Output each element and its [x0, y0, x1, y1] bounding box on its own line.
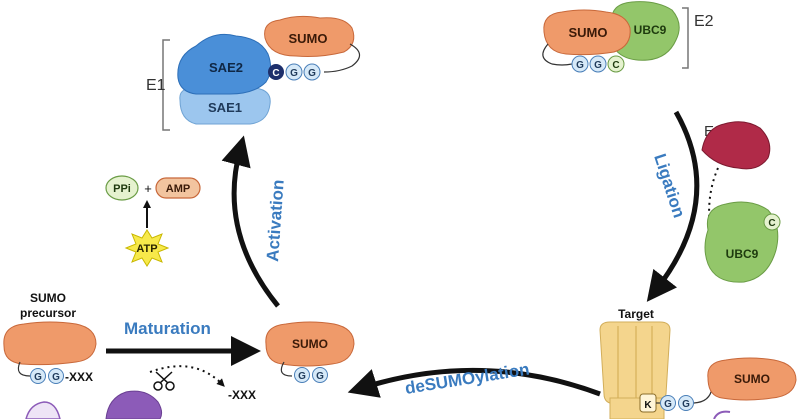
e2-bracket: [682, 7, 689, 69]
precursor-tail-g1: G: [34, 372, 42, 383]
mature-sumo-protein: [265, 321, 355, 367]
ligation-arrow: [646, 110, 700, 302]
precursor-gly-bead-1: [30, 368, 46, 384]
protease-left: [25, 401, 61, 419]
e1-sumo-linker: [323, 43, 361, 73]
sentrin-protease: -XXX: [25, 365, 256, 419]
free-ubc9-protein: [704, 201, 779, 283]
ppi-bubble: [105, 175, 139, 201]
atp-label: ATP: [136, 243, 157, 255]
target-helices: [617, 326, 653, 400]
precursor-title-line2: precursor: [20, 306, 76, 320]
e2-sumo-linker: [542, 43, 573, 66]
lysine-label: K: [644, 400, 652, 411]
target-label: Target: [618, 307, 654, 321]
e2-cys-bead: [607, 55, 625, 73]
mature-gly-bead-2: [312, 367, 328, 383]
e2-label: E2: [694, 13, 714, 30]
ligation-label: Ligation: [650, 151, 688, 220]
e2-tail-g1: G: [576, 60, 584, 71]
mature-gly-bead-1: [294, 367, 310, 383]
precursor-linker: [17, 361, 31, 377]
sae2-protein: [177, 33, 272, 95]
e2-sumo-protein: [543, 9, 631, 56]
e2-complex: E2 UBC9 SUMO G G C: [542, 1, 714, 73]
target-protein: Target K G G SUMO: [599, 307, 797, 419]
desumoylation-arrow: [347, 367, 601, 398]
atp-reaction: PPi + AMP ATP: [105, 175, 201, 267]
free-ubc9-label: UBC9: [726, 247, 759, 261]
amp-label: AMP: [166, 183, 190, 195]
target-sumo-linker: [693, 387, 713, 404]
target-tail-g1: G: [664, 399, 672, 410]
e1-gly-bead-2: [303, 63, 321, 81]
scissors-icon: [153, 371, 175, 391]
e3-ligase: E3: [701, 121, 771, 244]
target-edge-protease: [713, 410, 731, 419]
precursor-tail-g2: G: [52, 372, 60, 383]
e2-tail-g2: G: [594, 60, 602, 71]
e1-tail-c: C: [272, 68, 279, 79]
e2-tail-c: C: [612, 60, 619, 71]
activation-arrow: [221, 135, 280, 308]
free-ubc9-cys-bead: [763, 213, 781, 231]
maturation-label: Maturation: [124, 319, 211, 338]
target-tail-g2: G: [682, 399, 690, 410]
mature-linker: [280, 361, 293, 377]
mature-tail-g1: G: [298, 371, 306, 382]
e2-gly-bead-1: [571, 55, 589, 73]
target-gly-bead-1: [660, 395, 676, 411]
protease-protein: [105, 390, 163, 419]
target-sumo-label: SUMO: [734, 372, 770, 386]
ppi-label: PPi: [113, 183, 131, 195]
e1-complex: E1 SAE1 SAE2 SUMO C G G: [146, 15, 361, 131]
desumoylation-label: deSUMOylation: [404, 360, 531, 398]
free-ubc9-cys: C: [768, 218, 775, 229]
free-ubc9: UBC9 C: [704, 201, 781, 283]
e1-bracket: [162, 39, 170, 131]
e1-tail-g2: G: [308, 68, 316, 79]
e1-sumo-protein: [264, 15, 355, 57]
e1-gly-bead-1: [285, 63, 303, 81]
sae1-label: SAE1: [208, 100, 242, 115]
e1-tail-g1: G: [290, 68, 298, 79]
precursor-title-line1: SUMO: [30, 291, 66, 305]
e2-ubc9-label: UBC9: [634, 23, 667, 37]
target-sumo-protein: [707, 357, 797, 401]
atp-starburst: [124, 229, 170, 267]
precursor-gly-bead-2: [48, 368, 64, 384]
mature-sumo-label: SUMO: [292, 337, 328, 351]
mature-sumo: SUMO G G: [265, 321, 355, 383]
plus-sign: +: [144, 181, 152, 196]
activation-label: Activation: [263, 179, 288, 262]
e1-cys-bead: [268, 64, 284, 80]
precursor-suffix: -XXX: [65, 370, 93, 384]
e1-label: E1: [146, 77, 166, 94]
cleaved-label: -XXX: [228, 388, 256, 402]
target-gly-bead-2: [678, 395, 694, 411]
sumo-precursor: SUMO precursor G G -XXX: [3, 291, 97, 384]
e2-sumo-label: SUMO: [569, 25, 608, 40]
e2-gly-bead-2: [589, 55, 607, 73]
sae2-label: SAE2: [209, 60, 243, 75]
mature-tail-g2: G: [316, 371, 324, 382]
e3-protein: [701, 121, 771, 170]
amp-pill: [155, 177, 201, 199]
precursor-sumo-protein: [3, 321, 97, 366]
e1-sumo-label: SUMO: [289, 31, 328, 46]
